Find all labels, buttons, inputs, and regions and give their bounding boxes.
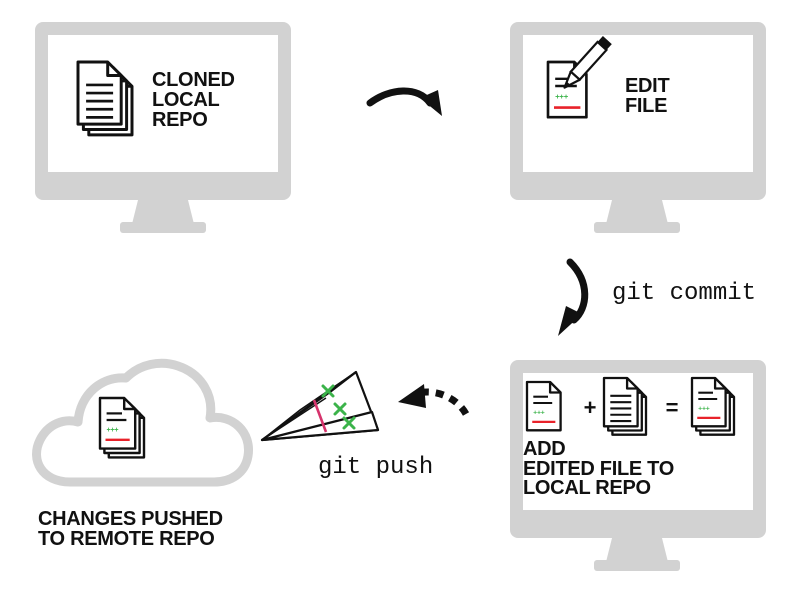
label-line: LOCAL	[152, 89, 220, 111]
diff-document-icon	[527, 382, 561, 430]
monitor-cloned	[35, 22, 291, 233]
cloned-local-repo-label: CLONED LOCAL REPO	[152, 70, 235, 130]
dotted-arrow-icon	[398, 384, 470, 416]
changes-pushed-label: CHANGES PUSHED TO REMOTE REPO	[38, 509, 223, 549]
label-line: CLONED	[152, 69, 235, 91]
label-line: EDITED FILE TO	[523, 457, 674, 480]
curved-arrow-icon	[366, 87, 442, 116]
monitor-edit	[510, 22, 766, 233]
git-push-command: git push	[318, 454, 434, 481]
cloud-icon	[32, 358, 253, 487]
git-commit-command: git commit	[612, 280, 757, 307]
label-line: TO REMOTE REPO	[38, 528, 215, 550]
curved-arrow-icon	[558, 258, 589, 336]
label-line: REPO	[152, 109, 208, 131]
pencil-icon	[563, 36, 612, 89]
edit-file-label: EDIT FILE	[625, 75, 670, 117]
label-line: FILE	[625, 95, 668, 117]
monitor-add: + =	[510, 360, 766, 571]
label-line: LOCAL REPO	[523, 477, 651, 500]
label-line: ADD	[523, 438, 566, 460]
paper-plane-icon	[260, 370, 380, 442]
add-edited-file-label: ADD EDITED FILE TO LOCAL REPO	[523, 438, 674, 500]
label-line: EDIT	[625, 75, 670, 97]
equals-operator: =	[666, 395, 679, 420]
label-line: CHANGES PUSHED	[38, 508, 223, 530]
plus-operator: +	[584, 395, 597, 420]
